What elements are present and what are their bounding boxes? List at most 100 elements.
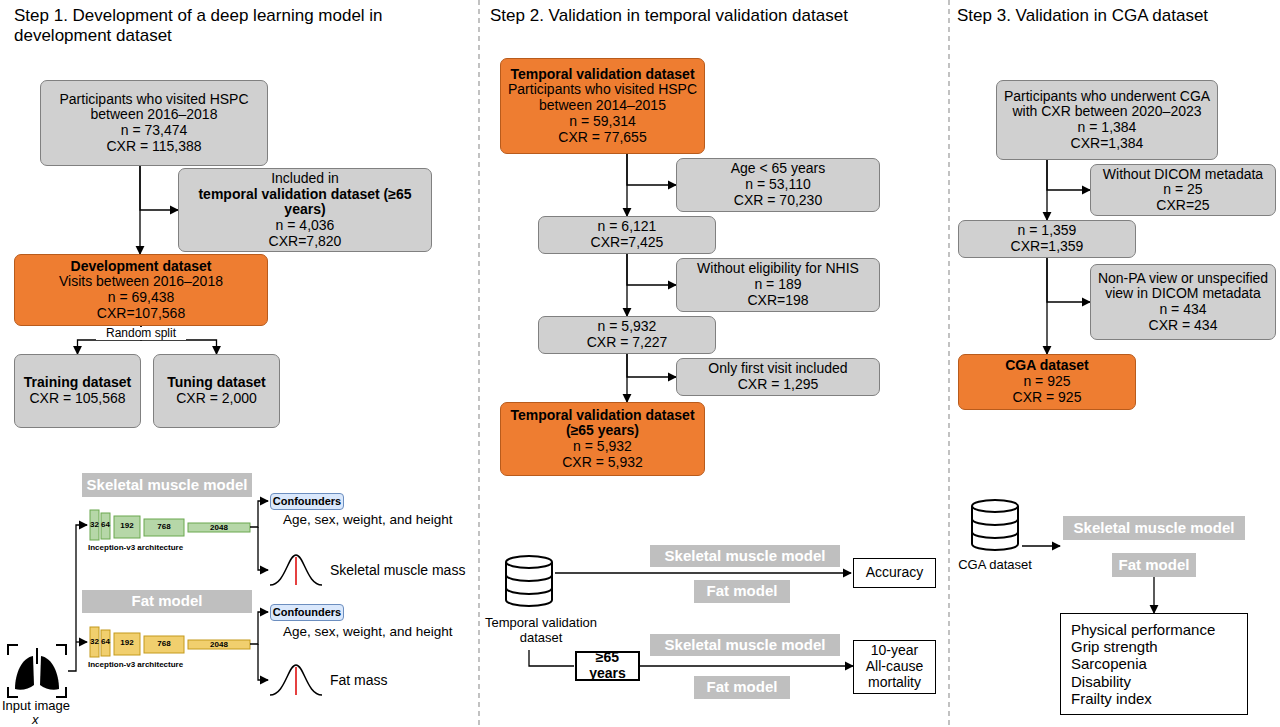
box-text: CXR = 1,295 xyxy=(738,377,819,393)
box-heading: Tuning dataset xyxy=(167,375,266,391)
layer-size: 32 xyxy=(88,520,101,529)
box-text: 10-year All-cause mortality xyxy=(860,643,929,690)
network-layer xyxy=(188,523,250,532)
dataset-box: CGA datasetn = 925CXR = 925 xyxy=(958,354,1136,410)
flow-arrow xyxy=(627,254,676,285)
box-text: Participants who visited HSPC between 20… xyxy=(47,92,261,123)
box-text: Skeletal muscle model xyxy=(665,548,826,565)
annotation: Temporal validation dataset xyxy=(482,616,600,646)
layer-size: 64 xyxy=(99,637,112,646)
cylinder-ring xyxy=(972,519,1018,538)
box-heading: Development dataset xyxy=(71,259,212,275)
column-divider xyxy=(948,0,949,727)
dataset-arrow xyxy=(1022,545,1060,546)
flow-arrow xyxy=(640,665,853,666)
box-text: Without DICOM metadata xyxy=(1103,167,1263,183)
box-text: CXR = 115,388 xyxy=(106,139,201,155)
box-text: CXR = 70,230 xyxy=(734,193,822,209)
step-heading: Step 2. Validation in temporal validatio… xyxy=(490,6,945,26)
box-text: temporal validation dataset (≥65 years) xyxy=(185,187,425,218)
output-arrow xyxy=(250,612,268,644)
process-box: n = 5,932CXR = 7,227 xyxy=(538,316,716,354)
box-text: CXR = 7,227 xyxy=(587,335,668,351)
process-box: n = 1,359CXR=1,359 xyxy=(958,220,1136,258)
confounder-box: Confounders xyxy=(270,493,344,510)
box-text: Skeletal muscle model xyxy=(665,637,826,654)
network-layer xyxy=(114,516,140,538)
box-text: Sarcopenia xyxy=(1071,655,1147,672)
process-box: n = 6,121CXR=7,425 xyxy=(538,216,716,254)
flow-arrow xyxy=(1153,577,1154,613)
box-text: Grip strength xyxy=(1071,638,1158,655)
model-band: Skeletal muscle model xyxy=(1063,516,1245,540)
process-box: Only first visit includedCXR = 1,295 xyxy=(676,358,880,396)
mean-line xyxy=(295,557,297,585)
box-text: CXR=1,384 xyxy=(1071,136,1144,152)
flow-arrow xyxy=(140,166,178,210)
edge-label: Random split xyxy=(96,327,186,340)
box-text: n = 25 xyxy=(1163,182,1202,198)
box-heading: CGA dataset xyxy=(1005,358,1089,374)
box-text: n = 1,384 xyxy=(1078,120,1137,136)
process-box: Without DICOM metadatan = 25CXR=25 xyxy=(1090,164,1276,216)
layer-size: Inception-v3 architecture xyxy=(88,660,248,669)
model-band: Skeletal muscle model xyxy=(650,545,840,567)
model-band: Fat model xyxy=(694,580,790,603)
box-text: n = 5,932 xyxy=(573,439,632,455)
layer-size: Inception-v3 architecture xyxy=(88,543,248,552)
box-text: Participants who underwent CGA with CXR … xyxy=(1003,89,1211,120)
model-band: Skeletal muscle model xyxy=(650,634,840,656)
flow-arrow xyxy=(1047,160,1090,190)
layer-size: 32 xyxy=(88,637,101,646)
process-box: Age < 65 yearsn = 53,110CXR = 70,230 xyxy=(676,158,880,212)
box-text: Participants who visited HSPC between 20… xyxy=(507,82,698,113)
database-icon xyxy=(972,500,1018,550)
lung xyxy=(40,656,59,690)
mean-line xyxy=(295,667,297,695)
network-illustration xyxy=(90,627,250,657)
box-text: Fat model xyxy=(707,583,778,600)
database-icon xyxy=(506,556,552,606)
box-text: n = 1,359 xyxy=(1018,223,1077,239)
box-text: Physical performance xyxy=(1071,621,1215,638)
filter-box: ≥65 years xyxy=(575,651,640,681)
layer-size: 768 xyxy=(144,522,184,531)
flow-arrow xyxy=(627,154,676,185)
output-arrow xyxy=(258,527,268,570)
box-text: CXR = 105,568 xyxy=(29,391,125,407)
box-text: CXR=107,568 xyxy=(97,306,185,322)
flow-arrow xyxy=(1047,258,1090,302)
model-band: Fat model xyxy=(82,590,252,613)
box-text: CXR = 77,655 xyxy=(558,130,646,146)
lung xyxy=(15,656,34,690)
bell-curve xyxy=(270,555,322,585)
box-text: Fat model xyxy=(1119,557,1190,574)
layer-size: 2048 xyxy=(188,640,250,649)
box-text: n = 69,438 xyxy=(108,290,175,306)
box-text: Visits between 2016–2018 xyxy=(59,274,223,290)
annotation: x xyxy=(32,713,52,727)
network-layer xyxy=(144,636,184,653)
outcome-box: Physical performanceGrip strengthSarcope… xyxy=(1060,613,1248,715)
process-box: Training datasetCXR = 105,568 xyxy=(14,354,141,428)
layer-size: 64 xyxy=(99,520,112,529)
cylinder-top xyxy=(506,556,552,568)
layer-size: 768 xyxy=(144,639,184,648)
confounder-box: Confounders xyxy=(270,604,344,621)
box-text: n = 434 xyxy=(1159,302,1206,318)
box-heading: Temporal validation dataset xyxy=(510,67,694,83)
box-text: Accuracy xyxy=(866,565,924,581)
cylinder-top xyxy=(972,500,1018,512)
box-text: CXR=25 xyxy=(1156,198,1209,214)
dataset-box: Development datasetVisits between 2016–2… xyxy=(14,254,268,326)
box-text: CXR=1,359 xyxy=(1011,239,1084,255)
annotation: Skeletal muscle mass xyxy=(330,562,478,578)
frame-corners xyxy=(8,645,66,697)
annotation: Input image xyxy=(2,699,82,714)
layer-size: 192 xyxy=(114,521,140,530)
bell-curve xyxy=(270,665,322,695)
box-text: Included in xyxy=(271,171,339,187)
box-text: CXR = 925 xyxy=(1013,390,1082,406)
box-text: n = 53,110 xyxy=(745,177,811,193)
box-heading: Temporal validation dataset (≥65 years) xyxy=(507,408,698,439)
